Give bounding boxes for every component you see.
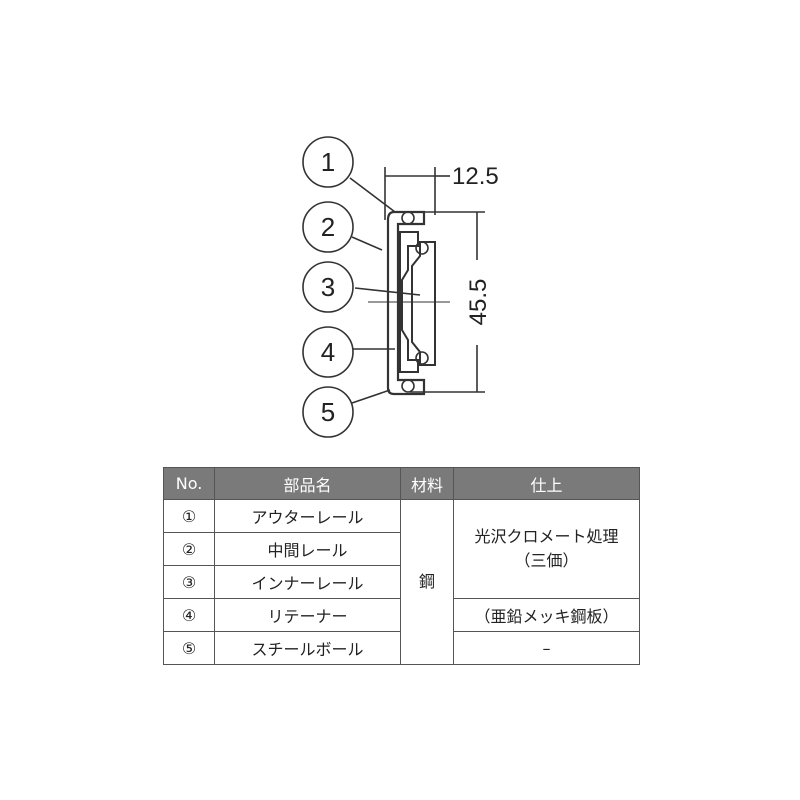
table-row: ① アウターレール 鋼 光沢クロメート処理 （三価） [163, 499, 640, 665]
row-no: ② [163, 532, 215, 566]
dimension-width-label: 12.5 [452, 163, 499, 190]
header-part-name: 部品名 [214, 467, 401, 500]
slide-rail-cross-section-drawing: 1 2 3 4 5 12.5 45.5 [302, 136, 499, 438]
table-row: ③ インナーレール [163, 565, 640, 599]
table-header-row: No. 部品名 材料 仕上 [163, 467, 640, 500]
row-no: ⑤ [163, 631, 215, 665]
callout-label-5: 5 [321, 397, 335, 427]
header-no: No. [163, 467, 215, 500]
row-part-name: インナーレール [214, 565, 401, 599]
callout-label-4: 4 [321, 337, 335, 367]
row-part-name: スチールボール [214, 631, 401, 665]
finish-cell-rails: 光沢クロメート処理 （三価） [453, 499, 640, 599]
material-cell: 鋼 [400, 499, 454, 665]
header-material: 材料 [400, 467, 454, 500]
table-row: ⑤ スチールボール – [163, 631, 640, 665]
parts-table: No. 部品名 材料 仕上 ① アウターレール 鋼 光沢クロメート処理 （三価）… [163, 467, 640, 665]
callout-label-2: 2 [321, 212, 335, 242]
callout-circle-1 [302, 136, 354, 188]
finish-line-2: （三価） [514, 551, 579, 570]
row-no: ④ [163, 598, 215, 632]
callout-circle-3 [302, 261, 354, 313]
callout-label-1: 1 [321, 147, 335, 177]
finish-line-1: 光沢クロメート処理 [474, 527, 619, 546]
dimension-height-label: 45.5 [465, 279, 492, 326]
table-row: ④ リテーナー （亜鉛メッキ鋼板） [163, 598, 640, 632]
callout-circle-2 [302, 201, 354, 253]
row-no: ① [163, 499, 215, 533]
callout-label-3: 3 [321, 272, 335, 302]
row-no: ③ [163, 565, 215, 599]
callout-circle-5 [302, 386, 354, 438]
callout-circle-4 [302, 326, 354, 378]
row-part-name: アウターレール [214, 499, 401, 533]
finish-cell-ball: – [453, 631, 640, 665]
row-part-name: リテーナー [214, 598, 401, 632]
header-finish: 仕上 [453, 467, 640, 500]
row-part-name: 中間レール [214, 532, 401, 566]
finish-cell-retainer: （亜鉛メッキ鋼板） [453, 598, 640, 632]
